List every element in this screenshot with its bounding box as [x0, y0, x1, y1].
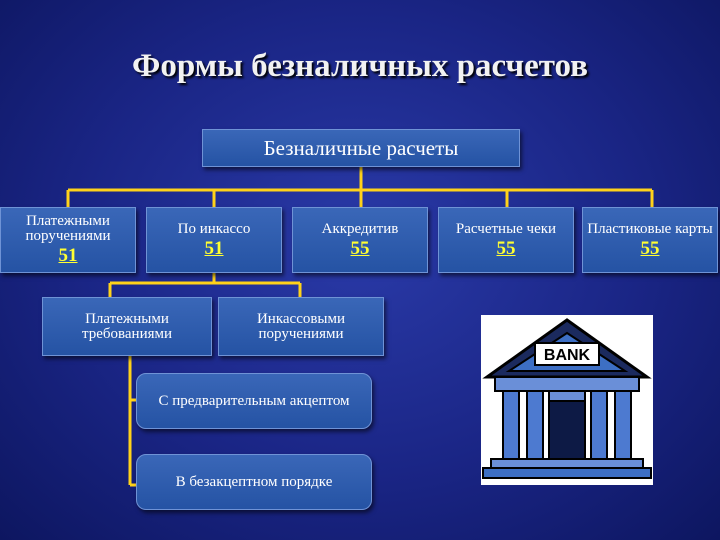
node-without-acceptance: В безакцептном порядке — [136, 454, 372, 510]
account-number: 51 — [58, 245, 78, 266]
node-label: Пластиковые карты — [587, 220, 713, 237]
node-letter-of-credit: Аккредитив 55 — [292, 207, 428, 273]
root-node: Безналичные расчеты — [202, 129, 520, 167]
account-number: 55 — [640, 237, 660, 259]
node-payment-orders: Платежными поручениями 51 — [0, 207, 136, 273]
account-number: 51 — [204, 237, 224, 259]
node-checks: Расчетные чеки 55 — [438, 207, 574, 273]
bank-sign-text: BANK — [544, 347, 591, 364]
node-incasso: По инкассо 51 — [146, 207, 282, 273]
bank-building-icon: BANK — [481, 315, 653, 485]
root-label: Безналичные расчеты — [263, 136, 459, 160]
node-plastic-cards: Пластиковые карты 55 — [582, 207, 718, 273]
node-label: Расчетные чеки — [455, 220, 557, 237]
node-label: По инкассо — [177, 220, 251, 237]
account-number: 55 — [496, 237, 516, 259]
slide-title: Формы безналичных расчетов — [131, 48, 588, 84]
node-label: С предварительным акцептом — [158, 392, 350, 409]
node-label: Платежными требованиями — [81, 310, 173, 342]
account-number: 55 — [350, 237, 370, 259]
node-label: В безакцептном порядке — [175, 473, 333, 490]
node-label: Платежными поручениями — [25, 213, 111, 244]
node-payment-requests: Платежными требованиями — [42, 297, 212, 356]
node-collection-orders: Инкассовыми поручениями — [218, 297, 384, 356]
node-label: Аккредитив — [321, 220, 399, 237]
node-label: Инкассовыми поручениями — [256, 310, 346, 342]
node-prior-acceptance: С предварительным акцептом — [136, 373, 372, 429]
